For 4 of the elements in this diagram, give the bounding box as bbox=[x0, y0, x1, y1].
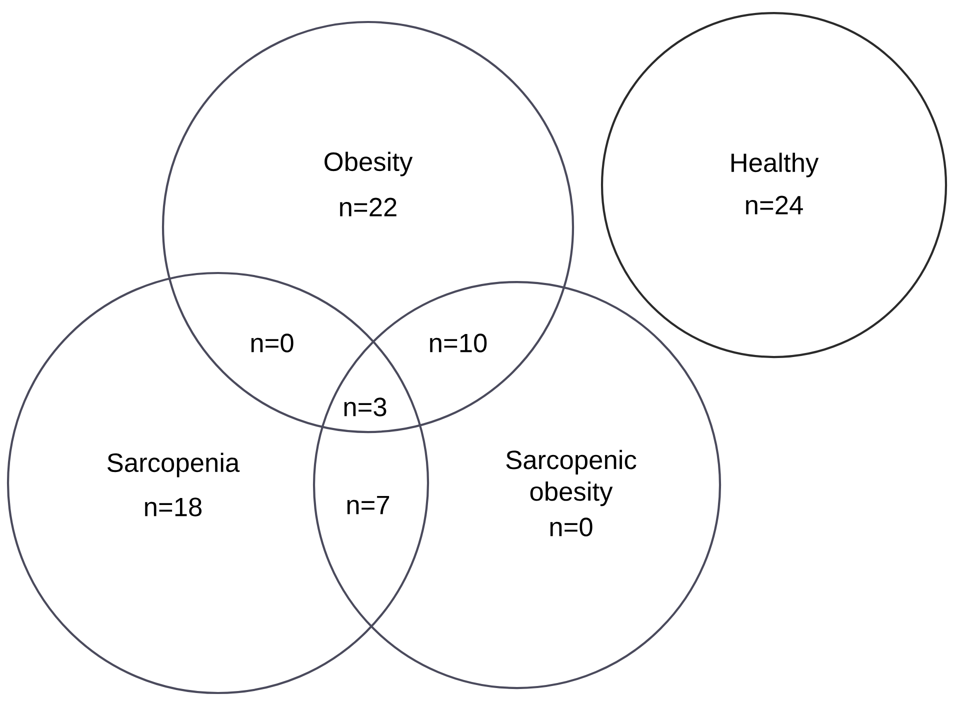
count-label: n=0 bbox=[251, 334, 294, 352]
count-label: n=7 bbox=[347, 496, 390, 514]
count-label: n=10 bbox=[430, 334, 487, 352]
count-label: n=3 bbox=[344, 398, 386, 416]
